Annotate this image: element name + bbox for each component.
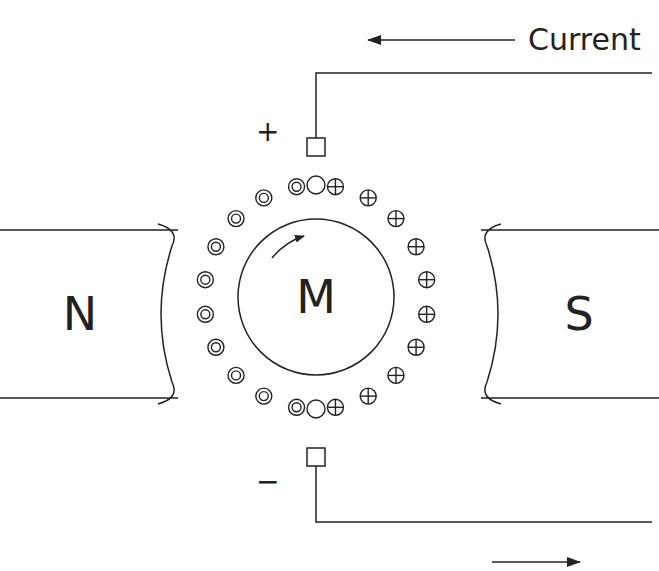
conductor-dot <box>232 371 241 380</box>
brush <box>307 138 325 156</box>
conductor-dot <box>259 392 268 401</box>
polarity-sign: − <box>256 468 279 496</box>
outline <box>481 224 659 404</box>
current-label: Current <box>528 25 641 55</box>
pole-letter: N <box>63 291 97 337</box>
conductor-cross <box>408 239 424 255</box>
conductor-dot <box>208 239 224 255</box>
north-pole: N <box>0 230 190 398</box>
south-pole-outline <box>469 230 659 398</box>
pole-letter: M <box>296 274 336 320</box>
conductor-dot <box>292 182 301 191</box>
conductor-cross <box>360 190 376 206</box>
conductor-dot <box>289 179 305 195</box>
conductor-dot <box>292 403 301 412</box>
conductor-dot <box>211 242 220 251</box>
conductor-cross <box>395 367 396 383</box>
conductor-cross <box>327 179 343 195</box>
conductor <box>307 400 325 418</box>
conductor-cross <box>335 179 336 195</box>
conductor-dot <box>232 214 241 223</box>
conductor-cross <box>388 211 404 227</box>
conductor-cross <box>388 367 404 383</box>
wire <box>316 466 652 522</box>
conductor-dot <box>211 343 220 352</box>
conductor-cross <box>419 272 435 288</box>
south-pole: S <box>469 230 659 398</box>
conductor-cross <box>360 388 376 404</box>
conductor-cross <box>327 399 343 415</box>
conductor-cross <box>395 211 396 227</box>
conductor-dot <box>197 306 213 322</box>
armature: M <box>236 217 396 377</box>
wire <box>316 73 652 138</box>
conductor-dot <box>256 190 272 206</box>
conductor-dot <box>201 275 210 284</box>
conductor-cross <box>335 399 336 415</box>
conductor-cross <box>415 239 416 255</box>
polarity-sign: + <box>256 118 279 146</box>
conductor-dot <box>197 272 213 288</box>
conductor-dot <box>256 388 272 404</box>
conductor-cross <box>367 190 368 206</box>
conductor <box>307 176 325 194</box>
conductor-cross <box>408 339 424 355</box>
conductor-dot <box>228 367 244 383</box>
conductor-dot <box>259 193 268 202</box>
conductor-dot <box>201 310 210 319</box>
conductor-dot <box>289 399 305 415</box>
current-arrow <box>492 561 580 563</box>
rotation-arrow <box>272 236 304 258</box>
conductor-cross <box>415 339 416 355</box>
conductor-cross <box>426 272 427 288</box>
conductor-cross <box>419 306 435 322</box>
conductor-cross <box>367 388 368 404</box>
current-arrow <box>368 39 515 41</box>
pole-letter: S <box>564 291 593 337</box>
outline <box>238 219 394 375</box>
conductor-dot <box>228 211 244 227</box>
conductor-cross <box>426 306 427 322</box>
brush <box>307 448 325 466</box>
conductor-dot <box>208 339 224 355</box>
outline <box>0 224 178 404</box>
